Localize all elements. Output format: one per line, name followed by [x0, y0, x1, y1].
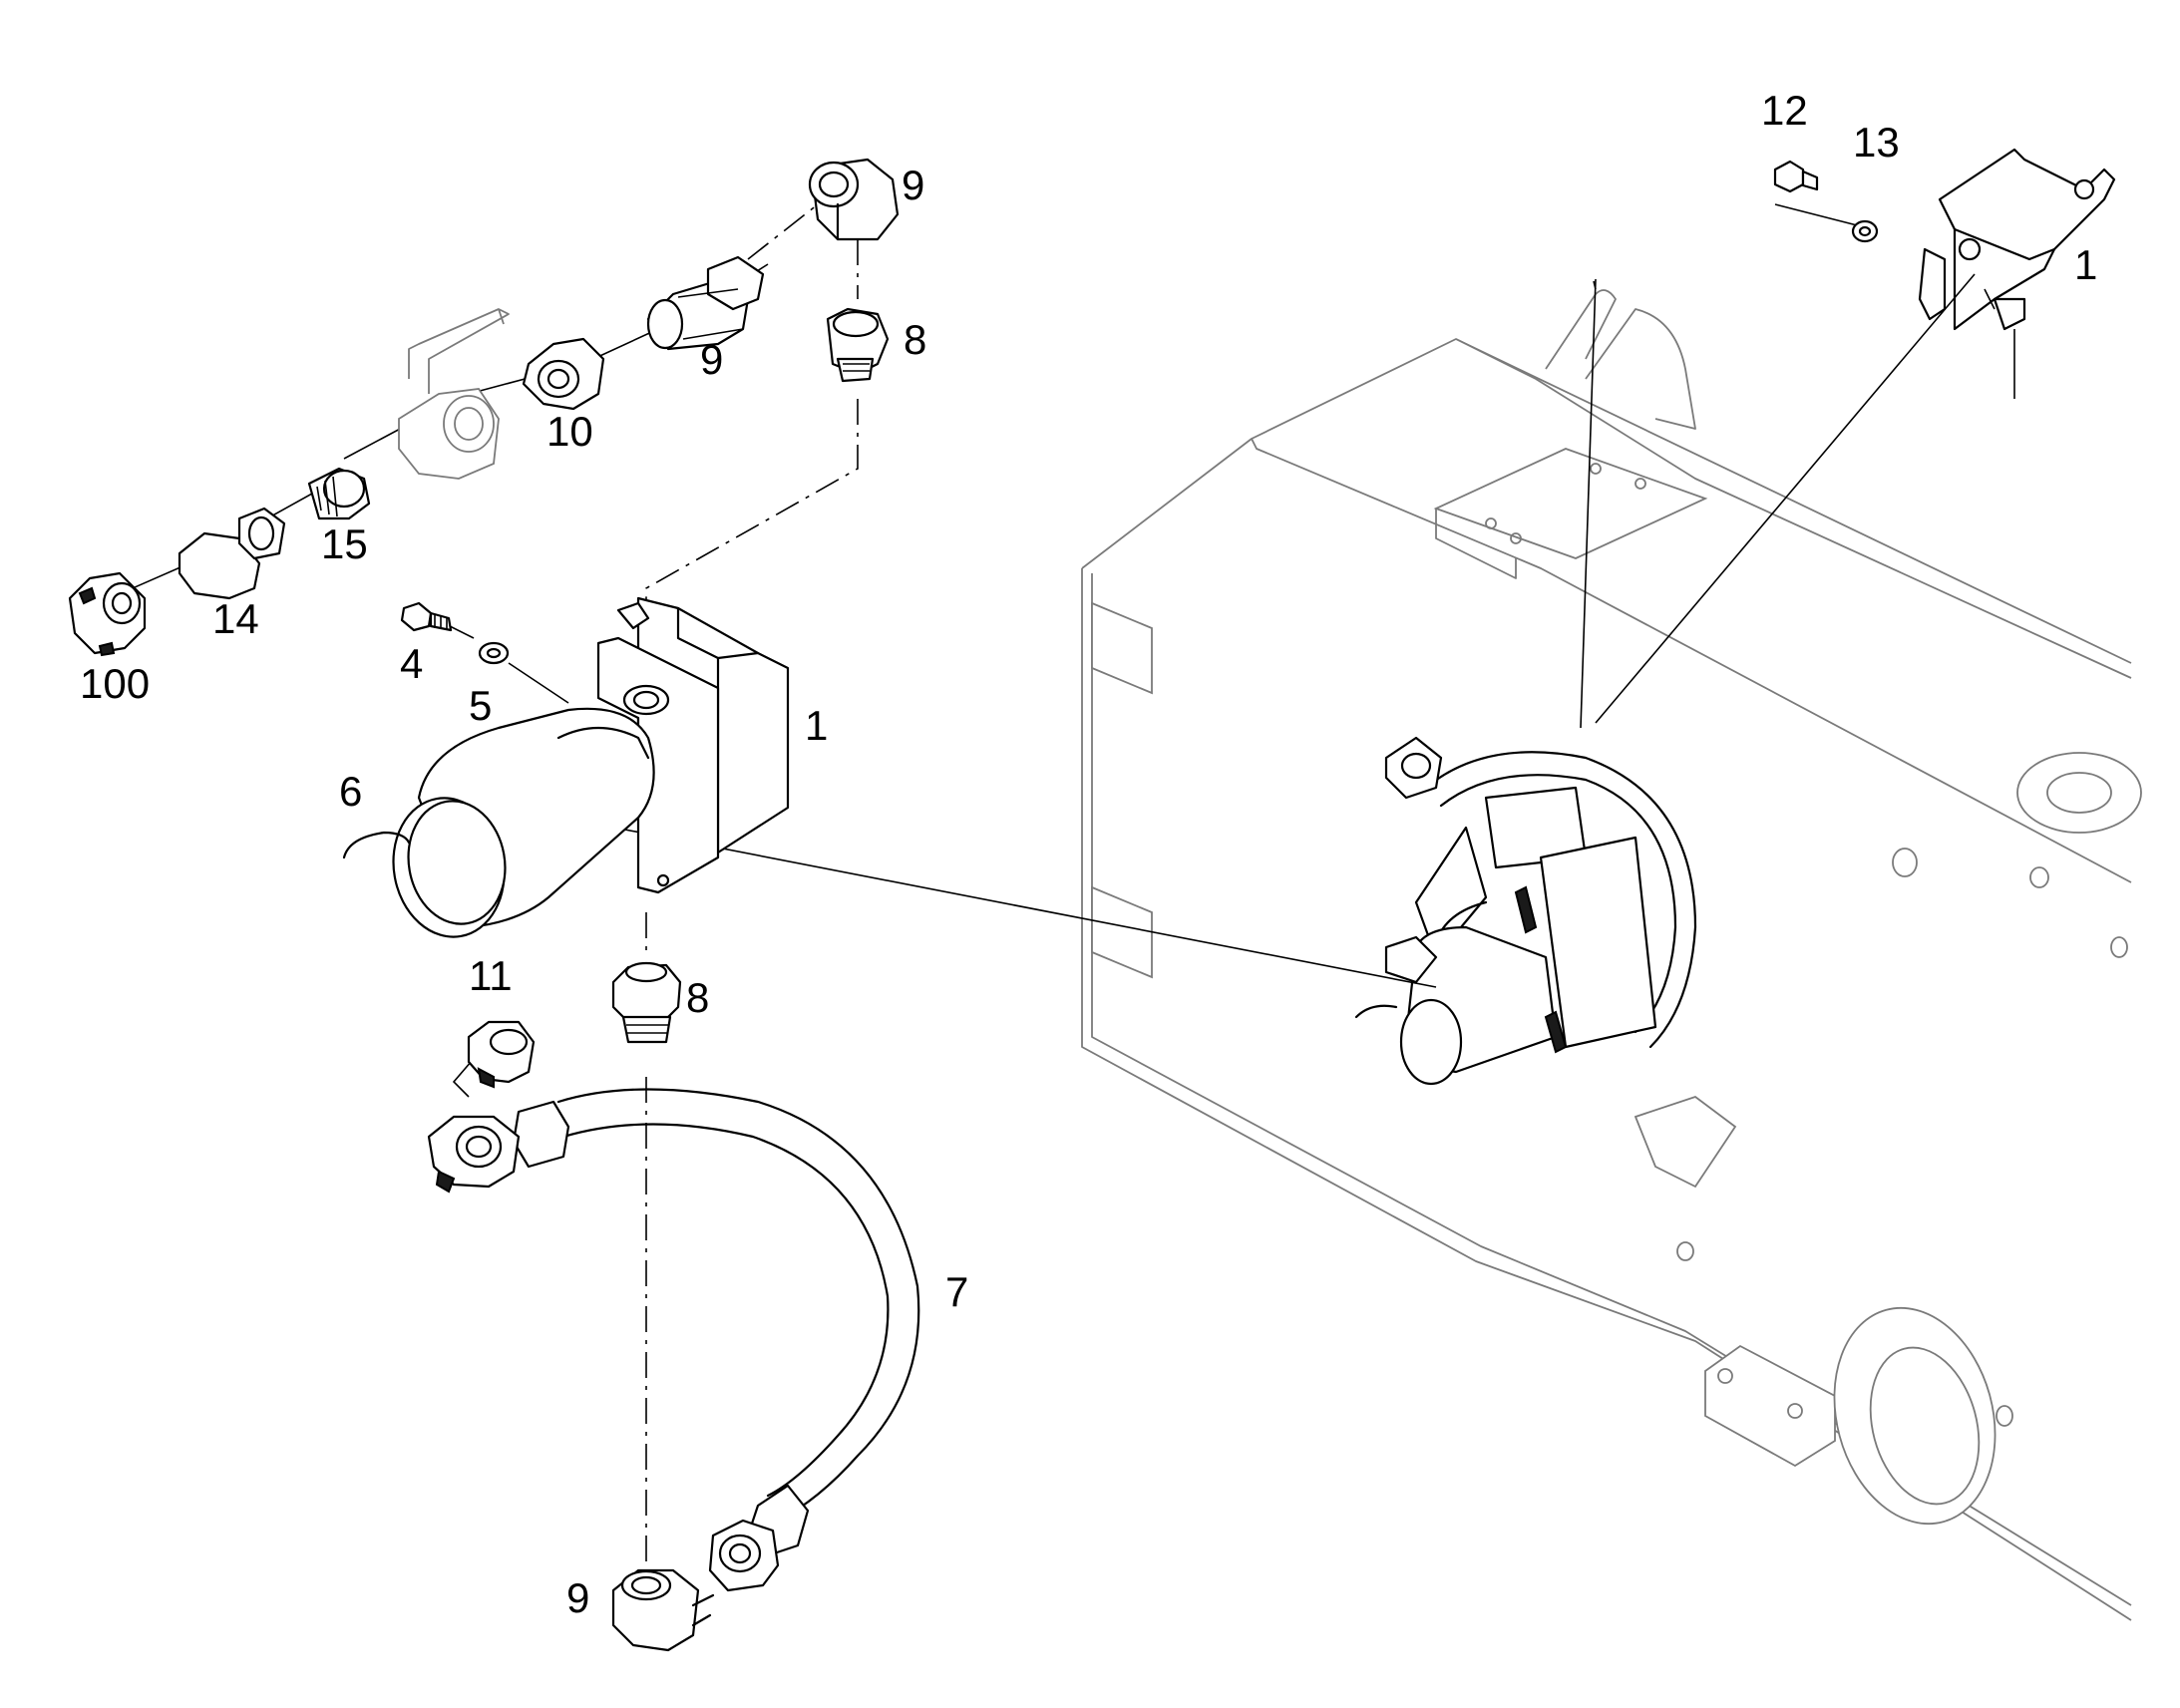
nut-10: [522, 337, 605, 411]
callout-10: 10: [546, 408, 593, 455]
washer-5: [478, 641, 510, 665]
quick-coupler-100: [68, 571, 147, 657]
callout-13: 13: [1853, 119, 1900, 166]
callout-8-top: 8: [904, 316, 926, 363]
valve-faint: [398, 308, 510, 480]
washer-13: [1851, 219, 1879, 243]
nut-fitting-9-mid: [646, 255, 765, 351]
callout-5: 5: [469, 682, 492, 729]
callout-15: 15: [321, 520, 368, 567]
callout-9-mid: 9: [700, 336, 723, 383]
callout-12: 12: [1761, 87, 1808, 134]
hex-fittings-14: [178, 507, 286, 600]
installed-assembly: [1354, 736, 1697, 1086]
coupling-15: [307, 467, 371, 520]
callout-7: 7: [945, 1268, 968, 1315]
callout-labels: 12 13 1 9 8 9 10 15 14 100 4 5 1 6 11 8 …: [80, 87, 2097, 1621]
bracket-1-small: [1918, 148, 2116, 399]
callout-14: 14: [212, 595, 259, 642]
callout-4: 4: [400, 640, 423, 687]
callout-8-lower: 8: [686, 974, 709, 1021]
bolt-4: [400, 601, 453, 632]
solenoid-housing-1: [596, 596, 790, 894]
adapter-8-lower: [611, 961, 682, 1044]
hose-7: [427, 1088, 920, 1557]
callout-9-bottom: 9: [566, 1574, 589, 1621]
adapter-8-top: [826, 307, 890, 383]
callout-1-top: 1: [2074, 241, 2097, 288]
bolt-12: [1773, 160, 1819, 193]
solenoid-coil-6: [342, 707, 655, 938]
elbow-fitting-9-bottom: [611, 1519, 780, 1652]
callout-9-top: 9: [902, 162, 924, 208]
plug-11: [467, 1020, 536, 1089]
elbow-fitting-9-top: [808, 158, 900, 241]
callout-6: 6: [339, 768, 362, 815]
centerlines: [645, 203, 859, 1605]
machine-frame: [1081, 289, 2142, 1621]
callout-100: 100: [80, 660, 150, 707]
callout-11: 11: [469, 952, 513, 999]
callout-1-main: 1: [805, 702, 828, 749]
